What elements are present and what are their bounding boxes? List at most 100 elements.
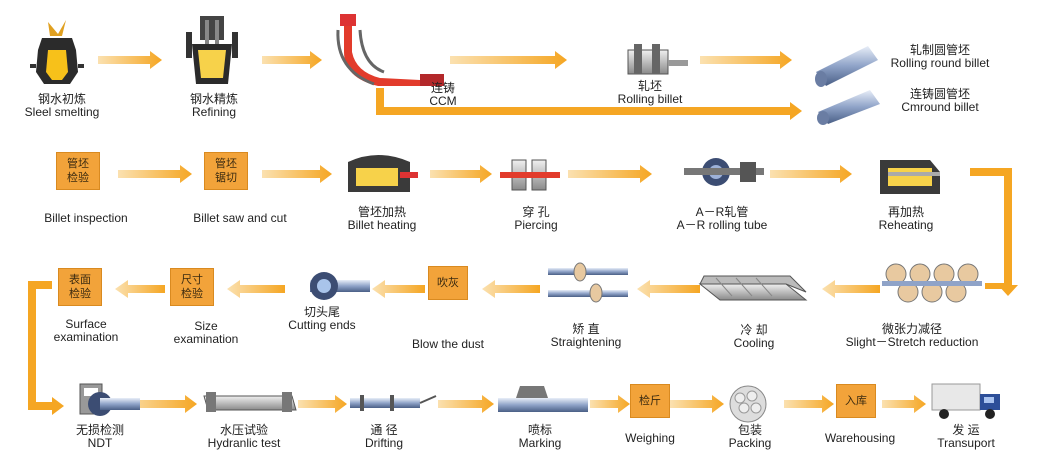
label-ndt: 无损检测 NDT: [76, 424, 124, 450]
label-cooling: 冷 却 Cooling: [734, 324, 775, 350]
label-packing: 包装 Packing: [729, 424, 772, 450]
label-blow-dust: Blow the dust: [412, 338, 484, 351]
label-piercing-en: Piercing: [514, 218, 558, 232]
label-straightening-zh: 矫 直: [572, 322, 600, 336]
label-cmround-billet-zh: 连铸圆管坯: [909, 87, 970, 101]
reheating-furnace-icon: [880, 160, 940, 194]
label-rolling-billet: 轧坯 Rolling billet: [618, 80, 683, 106]
drifting-icon: [350, 395, 437, 411]
label-ccm-en: CCM: [429, 94, 457, 108]
label-ar-rolling: A－R轧管 A－R rolling tube: [677, 206, 768, 232]
arrow-4: [700, 51, 792, 69]
label-cutting-ends-zh: 切头尾: [303, 305, 341, 319]
weighing-box: 检斤: [630, 384, 670, 418]
label-sred-zh: 微张力减径: [881, 322, 943, 336]
warehousing-box: 入库: [836, 384, 876, 418]
marking-icon: [498, 386, 588, 412]
label-surface-en1: Surface: [65, 317, 107, 331]
label-rolling-round-billet-en: Rolling round billet: [890, 56, 990, 70]
label-billet-heating: 管坯加热 Billet heating: [348, 206, 417, 232]
label-weighing: Weighing: [625, 432, 675, 445]
label-hydraulic-zh: 水压试验: [219, 423, 269, 437]
cmround-billet-icon: [817, 90, 880, 125]
billet-inspection-box: 管坯 检验: [56, 152, 100, 190]
label-steel-smelting: 钢水初炼 Sleel smelting: [25, 93, 100, 119]
converter-icon: [30, 20, 84, 84]
label-ccm-zh: 连铸: [430, 81, 456, 95]
label-steel-smelting-zh: 钢水初炼: [37, 92, 87, 106]
label-marking: 喷标 Marking: [519, 424, 562, 450]
arrow-ccm-branch: [376, 88, 802, 120]
label-marking-zh: 喷标: [527, 423, 552, 437]
rolling-mill-icon: [627, 44, 688, 75]
straightener-icon: [548, 262, 628, 303]
label-billet-saw: Billet saw and cut: [193, 212, 286, 225]
arrow-1: [98, 51, 162, 69]
label-packing-zh: 包装: [737, 423, 763, 437]
label-cmround-billet-en: Cmround billet: [901, 100, 979, 114]
continuous-caster-icon: [336, 14, 444, 86]
cooling-bed-icon: [698, 275, 808, 301]
label-ar-rolling-zh: A－R轧管: [695, 205, 749, 219]
label-straightening-en: Straightening: [550, 335, 622, 349]
label-hydraulic-en: Hydranlic test: [207, 436, 281, 450]
label-sred: 微张力减径 Slight－Stretch reduction: [846, 323, 979, 349]
label-refining-zh: 钢水精炼: [189, 92, 239, 106]
label-packing-en: Packing: [728, 436, 772, 450]
label-refining-en: Refining: [191, 105, 237, 119]
label-transport-en: Transuport: [937, 436, 995, 450]
billet-saw-box: 管坯 锯切: [204, 152, 248, 190]
label-reheating-en: Reheating: [878, 218, 934, 232]
label-rolling-round-billet-zh: 轧制圆管坯: [909, 43, 971, 57]
label-size-en2: examination: [173, 332, 239, 346]
label-size: Size examination: [174, 320, 239, 346]
label-rolling-round-billet: 轧制圆管坯 Rolling round billet: [891, 44, 990, 70]
label-blow-dust-en: Blow the dust: [411, 337, 485, 351]
label-size-en1: Size: [194, 319, 218, 333]
round-billet-icon: [815, 46, 878, 87]
billet-heating-furnace-icon: [348, 155, 418, 192]
label-cutting-ends-en: Cutting ends: [288, 318, 356, 332]
blow-dust-box: 吹灰: [428, 266, 468, 300]
label-billet-heating-en: Billet heating: [347, 218, 417, 232]
arrow-3: [450, 51, 567, 69]
label-cooling-zh: 冷 却: [740, 323, 768, 337]
label-billet-inspection-en: Billet inspection: [44, 211, 128, 225]
label-surface-en2: examination: [53, 330, 119, 344]
ndt-icon: [79, 383, 140, 416]
label-cutting-ends: 切头尾 Cutting ends: [288, 306, 355, 332]
label-reheating-zh: 再加热: [887, 205, 924, 219]
sred-mill-icon: [882, 263, 982, 303]
label-transport-zh: 发 运: [952, 423, 980, 437]
label-steel-smelting-en: Sleel smelting: [24, 105, 100, 119]
label-cmround-billet: 连铸圆管坯 Cmround billet: [901, 88, 978, 114]
label-surface: Surface examination: [54, 318, 119, 344]
label-drifting-en: Drifting: [364, 436, 404, 450]
surface-exam-box: 表面 检验: [58, 268, 102, 306]
label-refining: 钢水精炼 Refining: [190, 93, 238, 119]
label-cooling-en: Cooling: [733, 336, 775, 350]
ar-rolling-icon: [684, 158, 764, 186]
label-rolling-billet-zh: 轧坯: [637, 79, 663, 93]
arrow-2: [262, 51, 322, 69]
label-drifting-zh: 通 径: [370, 423, 398, 437]
label-ar-rolling-en: A－R rolling tube: [676, 218, 768, 232]
piercing-mill-icon: [500, 159, 560, 191]
label-billet-inspection: Billet inspection: [44, 212, 127, 225]
hydraulic-test-icon: [203, 392, 297, 412]
label-marking-en: Marking: [518, 436, 562, 450]
label-ccm: 连铸 CCM: [429, 82, 456, 108]
cutting-ends-icon: [310, 272, 370, 300]
label-warehousing: Warehousing: [825, 432, 895, 445]
label-billet-saw-en: Billet saw and cut: [193, 211, 287, 225]
label-transport: 发 运 Transuport: [937, 424, 995, 450]
truck-icon: [931, 383, 1000, 419]
label-hydraulic: 水压试验 Hydranlic test: [208, 424, 281, 450]
label-ndt-en: NDT: [87, 436, 113, 450]
label-weighing-en: Weighing: [625, 431, 675, 445]
label-piercing-zh: 穿 孔: [522, 205, 550, 219]
flow-arrows: [28, 51, 1018, 415]
label-piercing: 穿 孔 Piercing: [514, 206, 557, 232]
label-sred-en: Slight－Stretch reduction: [845, 335, 979, 349]
